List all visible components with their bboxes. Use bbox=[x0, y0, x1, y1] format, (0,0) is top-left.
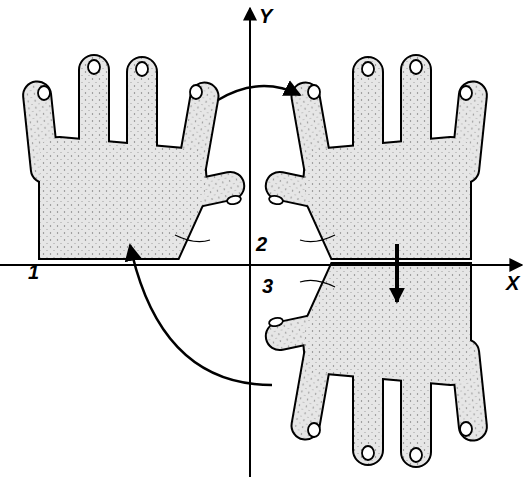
callout-number: 3 bbox=[262, 276, 273, 296]
hand-1 bbox=[23, 56, 246, 258]
y-axis bbox=[249, 8, 251, 477]
axis-label: Y bbox=[259, 6, 272, 26]
callout-number: 2 bbox=[256, 234, 267, 254]
rotation-arrow bbox=[218, 86, 300, 100]
return-arrow bbox=[130, 245, 272, 385]
callout-number: 1 bbox=[28, 262, 39, 282]
axis-label: X bbox=[506, 273, 519, 293]
hand-3 bbox=[264, 264, 487, 466]
flip-arrow bbox=[395, 244, 399, 302]
x-axis bbox=[0, 264, 522, 266]
hand-2 bbox=[264, 56, 487, 258]
